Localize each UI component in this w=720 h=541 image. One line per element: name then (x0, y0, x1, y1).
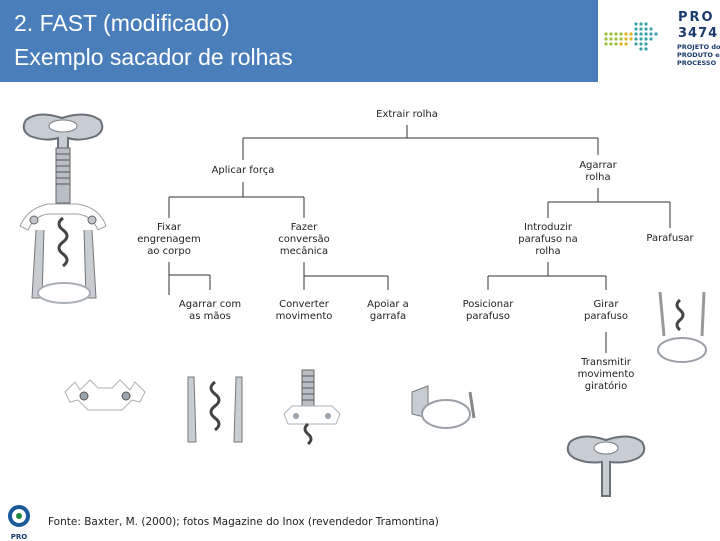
spindle-photo (283, 369, 341, 446)
logo-line-5: PROCESSO (677, 59, 717, 67)
title-line-1: 2. FAST (modificado) (14, 10, 230, 36)
node-introduzir-parafuso: Introduzir parafuso na rolha (510, 218, 586, 262)
corkscrew-photo-main (19, 113, 107, 304)
node-agarrar-rolha: Agarrar rolha (570, 155, 626, 188)
node-agarrar-maos: Agarrar com as mãos (172, 290, 248, 332)
body-photo (187, 376, 243, 443)
handle-photo (566, 435, 646, 497)
node-fixar-engrenagem: Fixar engrenagem ao corpo (133, 218, 205, 262)
logo-line-2: 3474 (678, 26, 719, 41)
node-transmitir-movimento: Transmitir movimento giratório (572, 353, 640, 397)
title-line-2: Exemplo sacador de rolhas (14, 44, 293, 70)
dot-grid-icon (604, 22, 658, 51)
footer-pro-text: PRO (10, 533, 28, 541)
node-girar-parafuso: Girar parafuso (572, 290, 640, 332)
node-posicionar-parafuso: Posicionar parafuso (452, 290, 524, 332)
node-parafusar: Parafusar (632, 228, 708, 250)
source-caption: Fonte: Baxter, M. (2000); fotos Magazine… (48, 516, 439, 528)
node-apoiar-garrafa: Apoiar a garrafa (357, 290, 419, 332)
pro3474-logo: PRO 3474 PROJETO do PRODUTO e PROCESSO (598, 0, 720, 82)
logo-line-1: PRO (678, 10, 715, 25)
footer-pro-logo: PRO (6, 504, 32, 541)
pro-circle-icon (8, 505, 30, 527)
title-banner: 2. FAST (modificado) Exemplo sacador de … (0, 0, 598, 82)
logo-line-4: PRODUTO e (677, 51, 720, 59)
screw-photo (657, 291, 707, 363)
node-extrair-rolha: Extrair rolha (370, 105, 444, 125)
node-aplicar-forca: Aplicar força (205, 160, 281, 182)
node-fazer-conversao: Fazer conversão mecânica (268, 218, 340, 262)
base-photo (411, 385, 476, 429)
gear-photo (64, 379, 146, 411)
logo-line-3: PROJETO do (677, 43, 720, 51)
node-converter-movimento: Converter movimento (268, 290, 340, 332)
